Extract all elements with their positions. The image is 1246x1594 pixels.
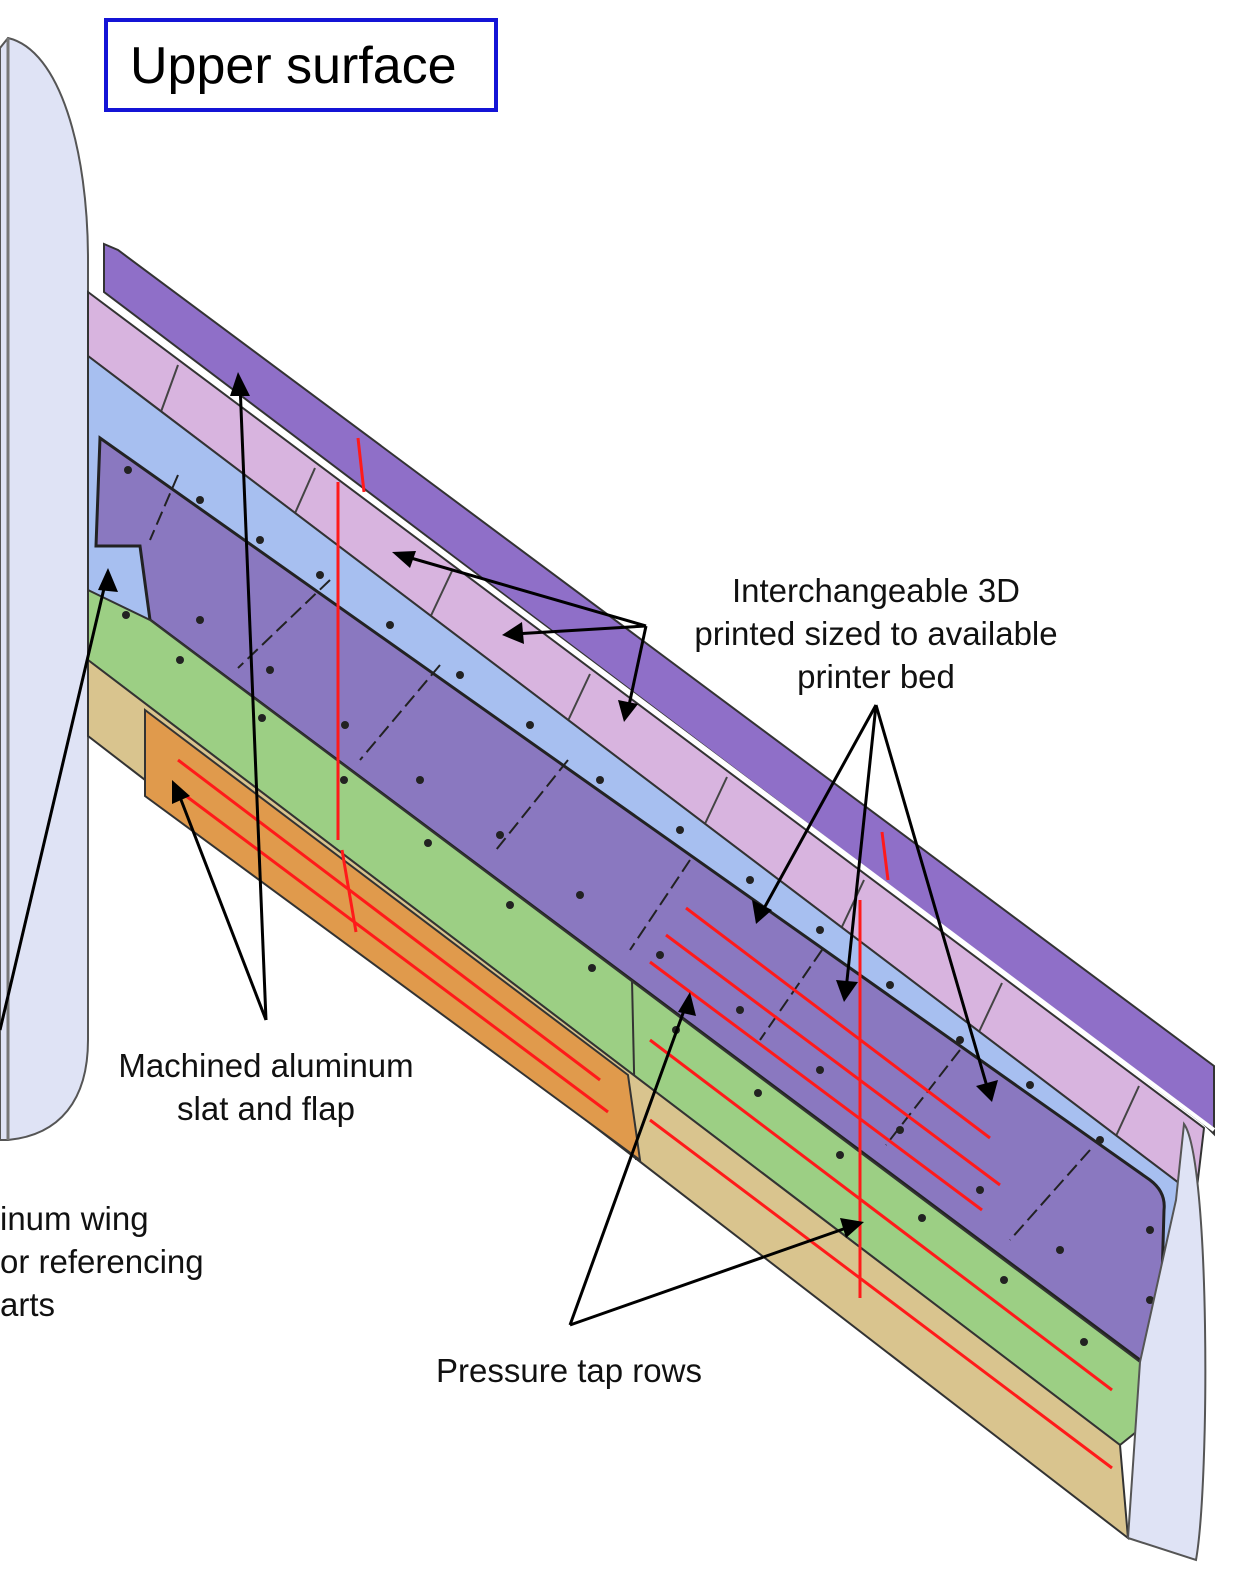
callout-wing-core: inum wing or referencing arts xyxy=(0,1198,204,1327)
panel-fasteners xyxy=(124,466,1154,1304)
callout-arrowheads xyxy=(98,372,998,1238)
callout-slat-flap: Machined aluminum slat and flap xyxy=(100,1045,432,1131)
diagram-title: Upper surface xyxy=(130,37,457,95)
tile-dividers xyxy=(157,364,1140,1137)
callout-arrows xyxy=(0,383,990,1327)
callout-printed-parts-line-2: printed sized to available xyxy=(694,614,1058,652)
callout-printed-parts-line-3: printer bed xyxy=(797,657,955,695)
callout-pressure-taps: Pressure tap rows xyxy=(420,1350,718,1393)
flap-root-section xyxy=(144,707,642,1163)
pressure-tap-rows xyxy=(177,437,1113,1470)
callout-printed-parts-line-1: Interchangeable 3D xyxy=(731,572,1021,609)
callout-slat-flap-line-1: Machined aluminum xyxy=(118,1047,414,1084)
callout-wing-core-line-1: inum wing xyxy=(0,1200,149,1237)
callout-pressure-taps-line-1: Pressure tap rows xyxy=(436,1352,702,1389)
callout-wing-core-line-3: arts xyxy=(0,1285,56,1323)
callout-printed-parts: Interchangeable 3D printed sized to avai… xyxy=(676,570,1076,699)
fuselage-wall xyxy=(0,36,89,1141)
title-box: Upper surface xyxy=(104,18,498,112)
callout-slat-flap-line-2: slat and flap xyxy=(177,1089,355,1127)
slat-gap xyxy=(94,290,1216,1132)
wingtip-fairing xyxy=(1126,1121,1207,1562)
callout-wing-core-line-2: or referencing xyxy=(0,1242,204,1280)
